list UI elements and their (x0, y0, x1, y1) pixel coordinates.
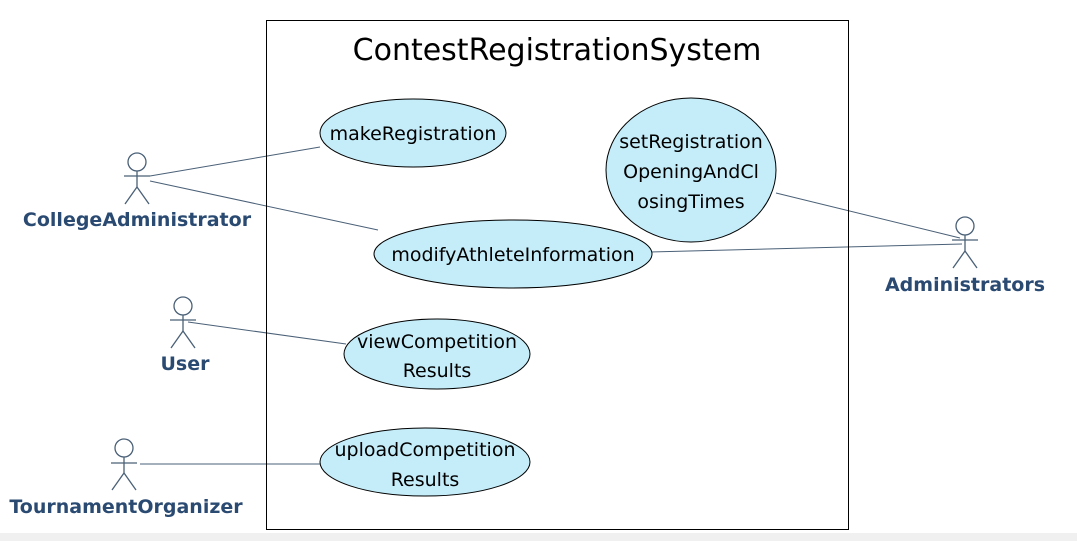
use-case-ellipse[interactable] (319, 427, 531, 497)
assoc-administrators-modify-athlete-information[interactable] (649, 243, 963, 253)
actor-tournament-organizer[interactable]: TournamentOrganizer (9, 438, 243, 518)
use-case-label-line-2: OpeningAndCl (623, 161, 759, 183)
use-case-modify-athlete-information[interactable]: modifyAthleteInformation (373, 219, 653, 289)
assoc-administrators-set-registration-times[interactable] (775, 192, 961, 239)
use-case-label: makeRegistration (330, 123, 497, 145)
use-case-make-registration[interactable]: makeRegistration (319, 98, 507, 168)
use-case-ellipse[interactable] (373, 219, 653, 289)
stick-figure-icon (170, 296, 196, 349)
actor-label: User (161, 353, 211, 375)
stick-figure-icon (111, 438, 137, 491)
use-case-ellipse[interactable] (319, 98, 507, 168)
bottom-strip (0, 533, 1077, 541)
use-case-label-line-3: osingTimes (637, 191, 744, 213)
actor-label: Administrators (885, 274, 1045, 296)
use-case-ellipse[interactable] (343, 318, 531, 390)
actor-administrators[interactable]: Administrators (885, 216, 1045, 296)
associations (140, 146, 963, 465)
use-case-label-line-2: Results (391, 469, 460, 491)
use-case-label-line-2: Results (403, 360, 472, 382)
use-case-ellipse[interactable] (605, 97, 777, 243)
actor-college-administrator[interactable]: CollegeAdministrator (23, 152, 252, 231)
use-case-set-registration-opening-and-closing-times[interactable]: setRegistration OpeningAndCl osingTimes (605, 97, 777, 243)
use-case-label-line-1: uploadCompetition (335, 439, 516, 461)
assoc-college-admin-modify-athlete-information[interactable] (149, 180, 379, 231)
system-title: ContestRegistrationSystem (353, 33, 762, 68)
actor-label: CollegeAdministrator (23, 209, 252, 231)
system-boundary[interactable] (266, 20, 849, 530)
stick-figure-icon (124, 152, 150, 205)
assoc-college-admin-make-registration[interactable] (149, 146, 321, 177)
actor-label: TournamentOrganizer (9, 496, 243, 518)
use-case-upload-competition-results[interactable]: uploadCompetition Results (319, 427, 531, 497)
use-case-view-competition-results[interactable]: viewCompetition Results (343, 318, 531, 390)
actor-user[interactable]: User (161, 296, 211, 375)
use-case-label: modifyAthleteInformation (391, 244, 634, 266)
use-case-label-line-1: setRegistration (619, 131, 763, 153)
use-case-label-line-1: viewCompetition (357, 331, 517, 353)
stick-figure-icon (952, 216, 978, 269)
